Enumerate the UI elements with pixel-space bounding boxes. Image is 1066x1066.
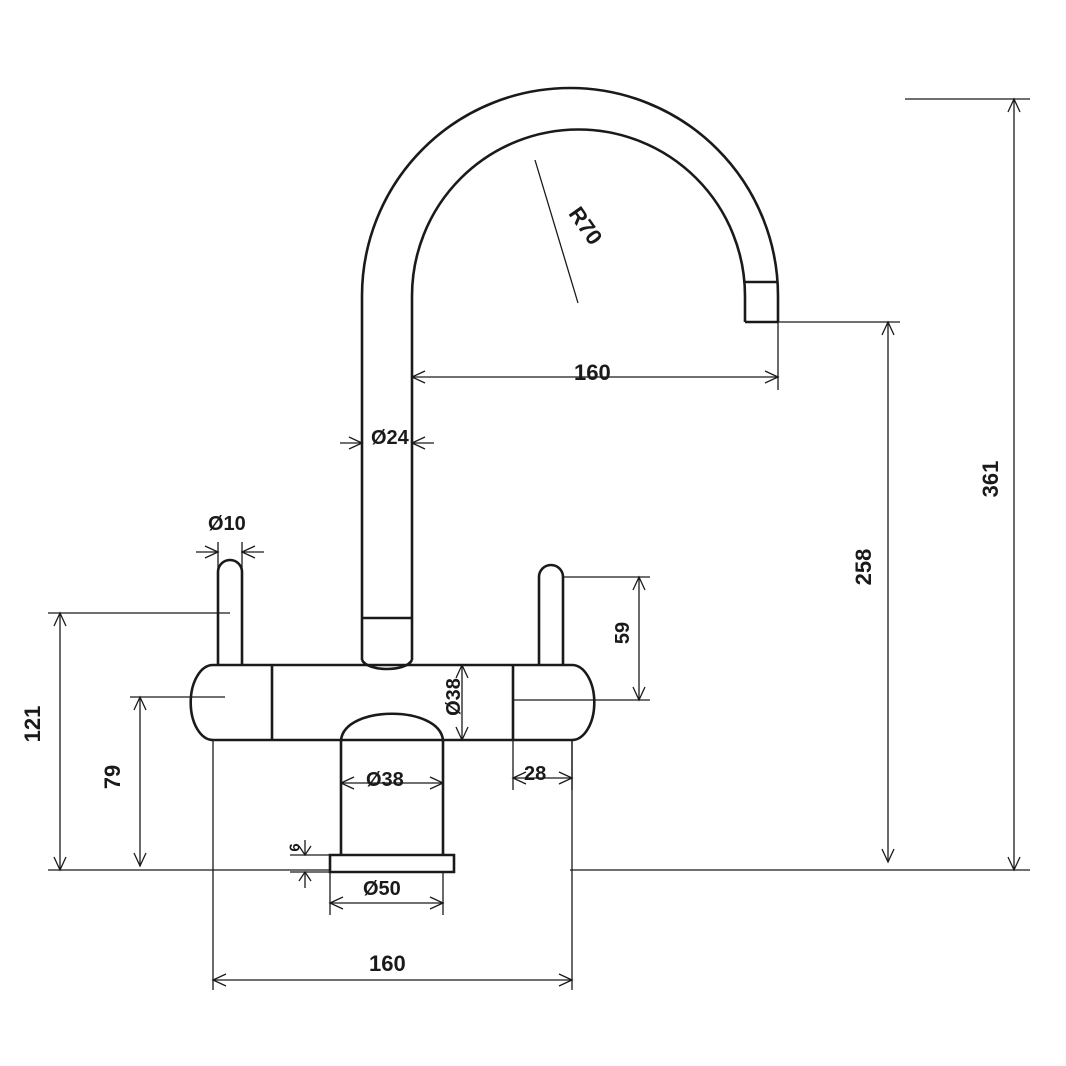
gooseneck-outer-arc (360, 86, 780, 322)
label-handle-length-59: 59 (612, 621, 634, 645)
label-plate-dia-50: Ø50 (363, 878, 401, 900)
arrow-24-left (348, 436, 364, 450)
label-height-121: 121 (20, 705, 45, 743)
label-handle-stem-dia-10: Ø10 (208, 513, 246, 535)
arrow-160-reach-left (410, 370, 426, 384)
label-body-dia-38: Ø38 (366, 769, 404, 791)
leader-r70 (534, 159, 579, 304)
body-right-end-cap (571, 663, 596, 742)
arrow-10-left (204, 545, 220, 559)
arrow-38p-right (429, 776, 445, 790)
arrow-38p-left (339, 776, 355, 790)
arrow-38v-top (455, 663, 469, 679)
label-overall-height-361: 361 (978, 460, 1003, 498)
riser-base-flare (360, 659, 414, 671)
dimension-lines (48, 97, 1030, 990)
arrow-6-top (298, 845, 312, 857)
arrow-6-bottom (298, 870, 312, 882)
label-height-79: 79 (100, 764, 125, 790)
arrow-38v-bottom (455, 726, 469, 742)
arrow-258-bottom (881, 848, 895, 864)
body-left-end-cap (189, 663, 214, 742)
pedestal-arch (339, 712, 445, 741)
label-spout-height-258: 258 (851, 548, 876, 586)
arrow-24-right (410, 436, 426, 450)
label-handle-offset-28: 28 (524, 763, 547, 785)
base-plate (328, 853, 456, 874)
label-plate-thickness-6: 6 (286, 843, 304, 852)
label-spout-tube-dia-24: Ø24 (371, 427, 409, 449)
arrow-10-right (240, 545, 256, 559)
arrow-79-bottom (133, 852, 147, 868)
gooseneck-inner-arc (410, 128, 747, 322)
handle-right-lever (537, 563, 565, 665)
label-spout-reach-160: 160 (574, 360, 611, 385)
label-base-width-160: 160 (369, 951, 406, 976)
label-body-dia-38-vertical: Ø38 (443, 678, 465, 716)
